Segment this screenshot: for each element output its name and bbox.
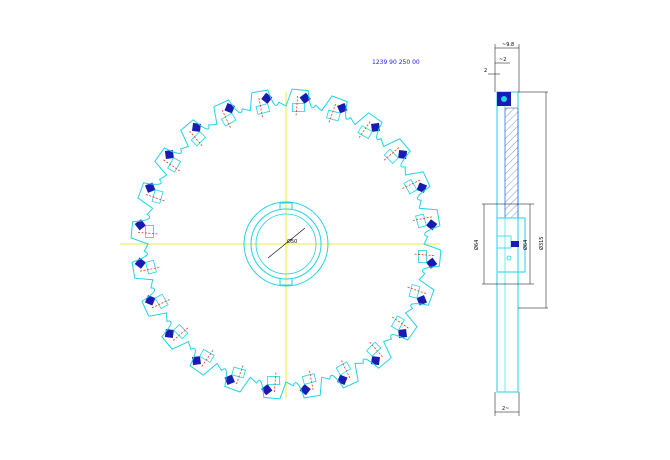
hidden-screw-line bbox=[137, 231, 158, 235]
tooth-insert bbox=[144, 295, 156, 306]
left-small-label: 2 bbox=[484, 68, 487, 74]
hidden-screw-line bbox=[383, 146, 400, 161]
hidden-screw-line bbox=[172, 327, 189, 342]
bore-keyway bbox=[279, 202, 293, 286]
small-top-label: ~2 bbox=[499, 57, 506, 63]
hidden-screw-line bbox=[414, 253, 435, 257]
tooth-pocket bbox=[365, 341, 382, 357]
tooth-pocket bbox=[335, 361, 352, 376]
hatched-section bbox=[504, 107, 519, 219]
tooth-pocket bbox=[417, 250, 427, 263]
tooth-insert bbox=[164, 150, 174, 159]
tooth-insert bbox=[416, 295, 428, 306]
tooth-insert bbox=[337, 374, 348, 386]
tooth-insert bbox=[164, 329, 174, 338]
part-number-label: 1239 90 250 00 bbox=[372, 59, 420, 66]
tooth-pocket bbox=[190, 131, 207, 147]
tooth-insert bbox=[398, 150, 408, 159]
tooth-insert bbox=[371, 356, 380, 366]
tooth-insert bbox=[416, 182, 428, 193]
bore-diameter-label: Ø64 bbox=[522, 240, 529, 250]
tooth-pocket bbox=[199, 348, 215, 363]
tooth-insert bbox=[224, 102, 235, 114]
tooth-pocket bbox=[403, 178, 418, 195]
bottom-width-label: 2~ bbox=[502, 406, 509, 412]
tooth-pocket bbox=[145, 259, 157, 275]
tooth-insert bbox=[371, 122, 380, 132]
top-width-label: ~9.8 bbox=[502, 42, 514, 48]
tooth-insert bbox=[192, 122, 201, 132]
hub-diameter-label: Ø64 bbox=[473, 240, 480, 250]
tooth-pocket bbox=[383, 148, 399, 165]
tooth-insert bbox=[299, 92, 311, 104]
hidden-screw-line bbox=[188, 130, 203, 147]
tooth-pocket bbox=[408, 284, 421, 299]
tooth-insert bbox=[337, 102, 348, 114]
bore-dimension-line bbox=[267, 227, 306, 259]
tooth-pocket bbox=[167, 157, 182, 173]
outer-diameter-label: Ø315 bbox=[538, 237, 545, 250]
tooth-pocket bbox=[220, 112, 237, 127]
bore-circle bbox=[255, 213, 317, 275]
tooth-pocket bbox=[357, 125, 373, 140]
hidden-screw-line bbox=[295, 95, 299, 116]
hub-insert-box bbox=[496, 235, 512, 249]
tooth-insert bbox=[192, 356, 201, 366]
tooth-pocket bbox=[267, 375, 280, 385]
hub-outer-circle bbox=[243, 201, 329, 287]
hub-screw bbox=[506, 255, 512, 261]
tooth-insert bbox=[261, 384, 273, 396]
tooth-insert bbox=[134, 219, 146, 231]
hub-insert bbox=[511, 241, 519, 247]
top-insert-screw bbox=[501, 96, 507, 102]
tooth-insert bbox=[426, 257, 438, 269]
tooth-pocket bbox=[292, 103, 305, 112]
tooth-insert bbox=[398, 329, 408, 338]
tooth-pocket bbox=[151, 189, 164, 204]
tooth-insert bbox=[224, 374, 235, 386]
bore-dimension-label: Ø50 bbox=[287, 238, 297, 245]
tooth-pocket bbox=[154, 293, 169, 310]
tooth-pocket bbox=[173, 323, 189, 340]
tooth-pocket bbox=[415, 213, 427, 229]
tooth-pocket bbox=[301, 373, 317, 385]
tooth-pocket bbox=[145, 225, 155, 238]
hidden-screw-line bbox=[369, 341, 384, 358]
outer-profile bbox=[130, 88, 442, 400]
tooth-pocket bbox=[255, 103, 271, 115]
hub-inner-circle bbox=[250, 208, 322, 280]
hidden-screw-line bbox=[273, 372, 277, 393]
side-view: ~9.8 ~2 2 Ø64 Ø64 bbox=[473, 42, 548, 416]
tooth-pocket bbox=[231, 366, 246, 379]
tooth-pocket bbox=[326, 109, 341, 122]
tooth-pocket bbox=[390, 315, 405, 331]
front-view: Ø50 bbox=[120, 88, 442, 400]
tooth-insert bbox=[144, 182, 156, 193]
